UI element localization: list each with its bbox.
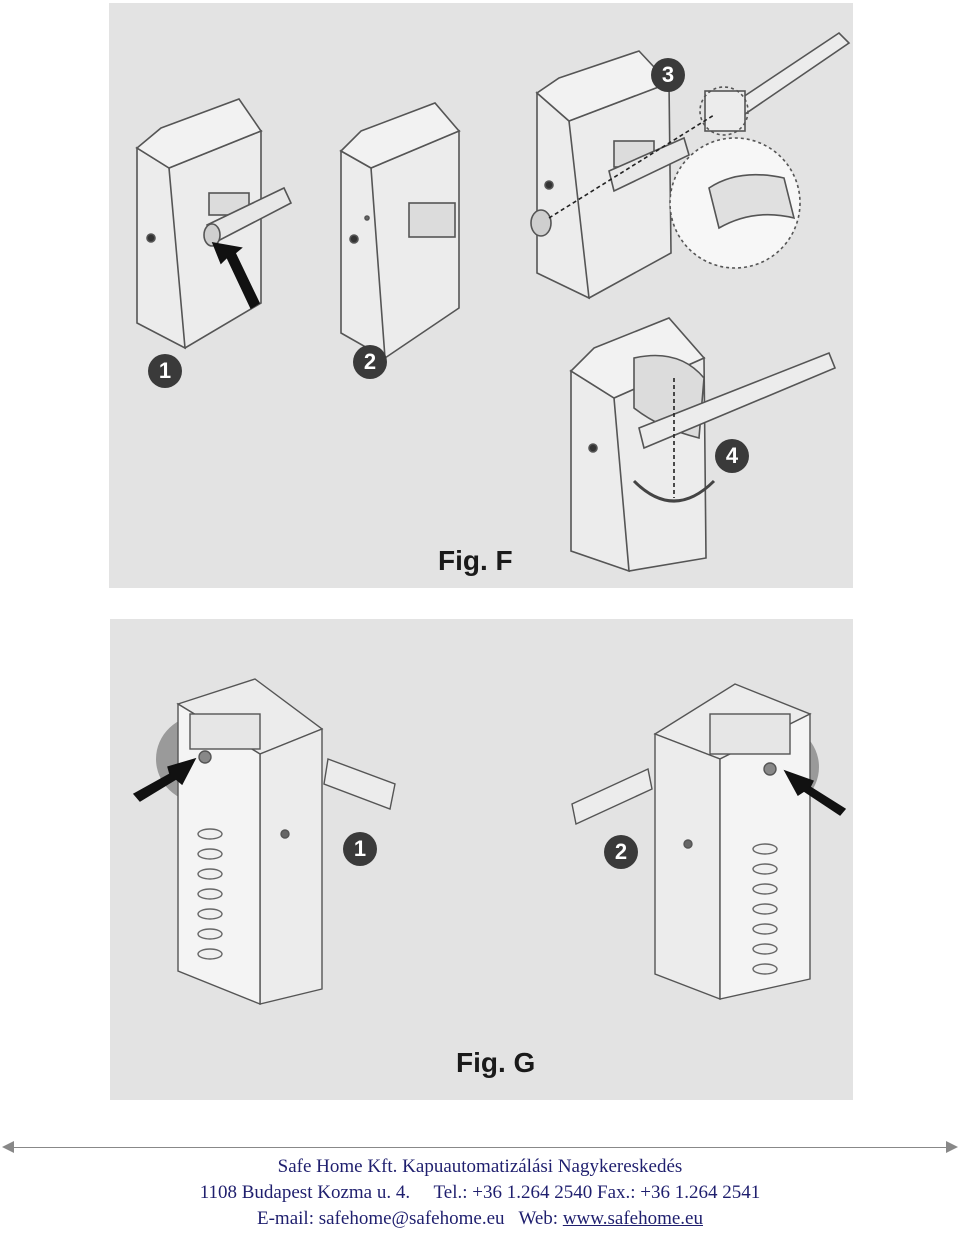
step-2-badge: 2 (353, 345, 387, 379)
web-line: E-mail: safehome@safehome.eu Web: www.sa… (0, 1206, 960, 1232)
step-4-badge: 4 (715, 439, 749, 473)
contact-line: 1108 Budapest Kozma u. 4. Tel.: +36 1.26… (0, 1180, 960, 1206)
figure-g-panel: 1 2 Fig. G (110, 619, 853, 1100)
figure-g-label: Fig. G (456, 1047, 536, 1078)
step-1-badge: 1 (343, 832, 377, 866)
email: E-mail: safehome@safehome.eu (257, 1208, 505, 1229)
divider-right-arrow-icon (946, 1141, 958, 1153)
divider-left-arrow-icon (2, 1141, 14, 1153)
step-1-badge: 1 (148, 354, 182, 388)
figure-f-label: Fig. F (438, 545, 513, 576)
step-3-badge: 3 (651, 58, 685, 92)
company-name: Safe Home Kft. Kapuautomatizálási Nagyke… (277, 1156, 683, 1177)
web-label: Web: (518, 1208, 559, 1229)
address: 1108 Budapest Kozma u. 4. (199, 1182, 411, 1203)
fax: Fax.: +36 1.264 2541 (597, 1182, 761, 1203)
website-link[interactable]: www.safehome.eu (562, 1208, 703, 1229)
figure-g-illustration (132, 678, 847, 1006)
footer: Safe Home Kft. Kapuautomatizálási Nagyke… (0, 1154, 960, 1232)
figure-f-illustration (135, 31, 851, 573)
footer-divider (6, 1147, 954, 1148)
figure-f-panel: 1 2 3 4 Fig. F (109, 3, 853, 588)
phone: Tel.: +36 1.264 2540 (433, 1182, 593, 1203)
step-2-badge: 2 (604, 835, 638, 869)
